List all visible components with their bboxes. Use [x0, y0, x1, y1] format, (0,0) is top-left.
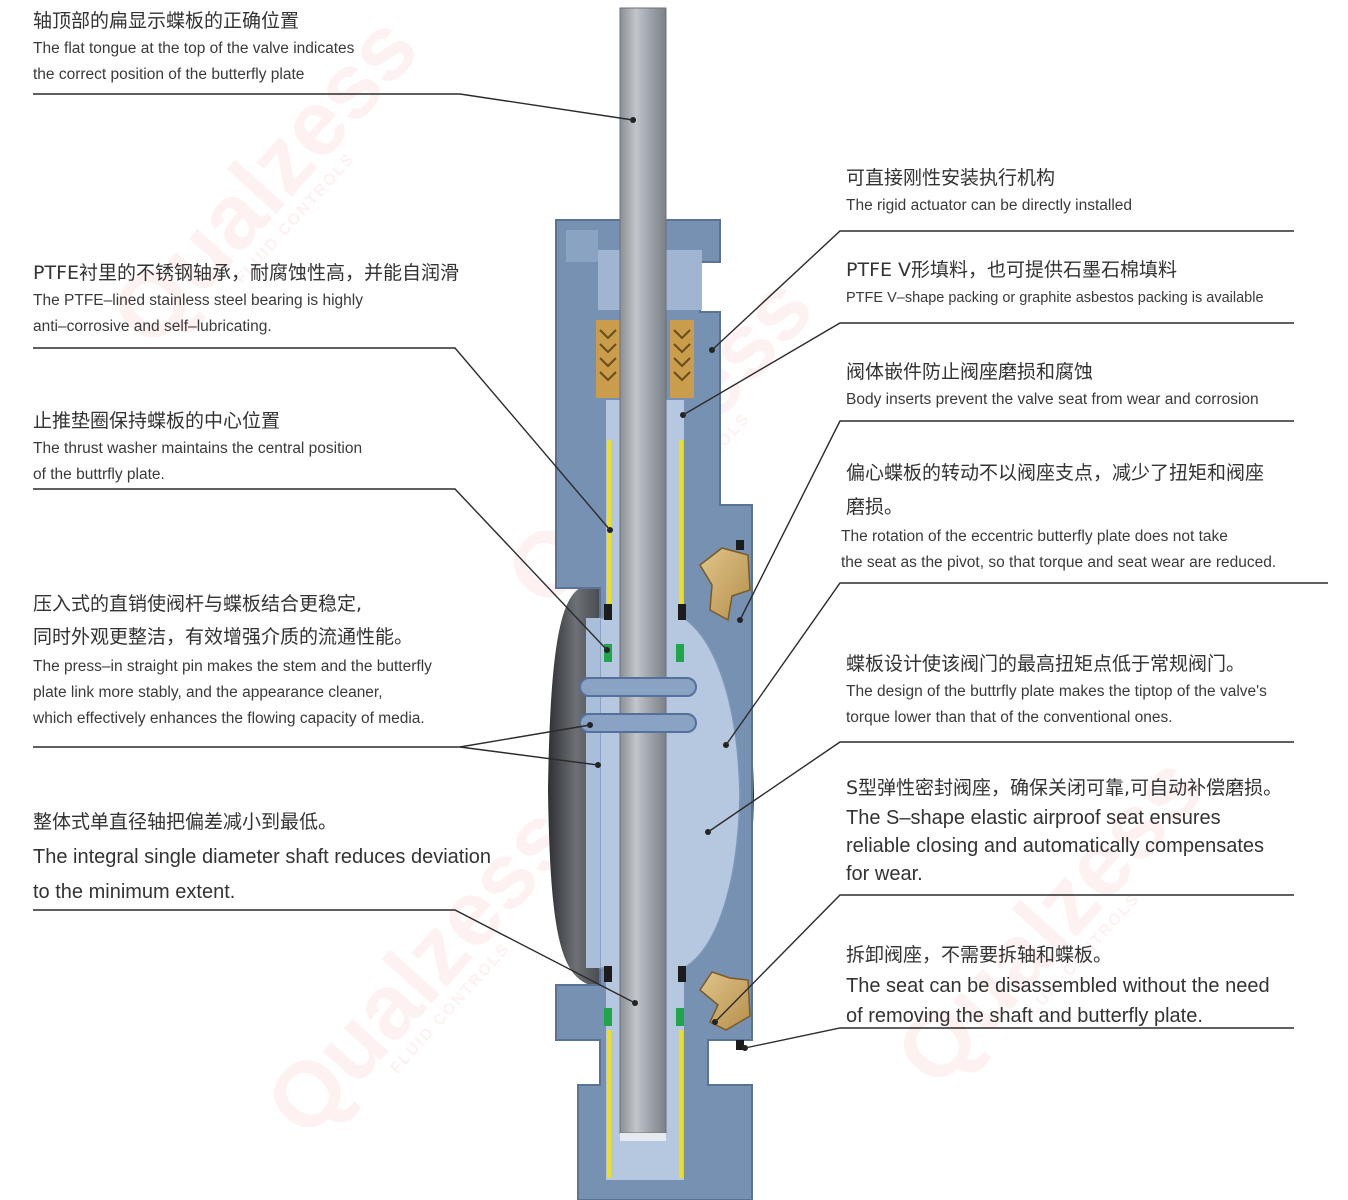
callout-plate-design: 蝶板设计使该阀门的最高扭矩点低于常规阀门。 The design of the …	[846, 650, 1267, 731]
callout-single-shaft: 整体式单直径轴把偏差减小到最低。 The integral single dia…	[33, 805, 491, 910]
callout-press-in-pin: 压入式的直销使阀杆与蝶板结合更稳定, 同时外观更整洁，有效增强介质的流通性能。 …	[33, 588, 432, 732]
callout-rigid-actuator: 可直接刚性安装执行机构 The rigid actuator can be di…	[846, 164, 1132, 219]
shaft	[619, 7, 667, 1134]
bearing-left	[607, 440, 611, 610]
callout-zh: S型弹性密封阀座，确保关闭可靠,可自动补偿磨损。	[846, 777, 1283, 799]
callout-en: The design of the buttrfly plate makes t…	[846, 683, 1267, 700]
callout-zh: 同时外观更整洁，有效增强介质的流通性能。	[33, 626, 414, 648]
callout-s-shape-seat: S型弹性密封阀座，确保关闭可靠,可自动补偿磨损。 The S–shape ela…	[846, 773, 1282, 888]
callout-en: The thrust washer maintains the central …	[33, 440, 363, 457]
callout-en: The seat can be disassembled without the…	[846, 975, 1270, 997]
callout-eccentric-plate: 偏心蝶板的转动不以阀座支点，减少了扭矩和阀座 磨损。 The rotation …	[841, 456, 1276, 576]
seals	[604, 604, 686, 1026]
callout-zh: 阀体嵌件防止阀座磨损和腐蚀	[846, 361, 1094, 383]
callout-en: of removing the shaft and butterfly plat…	[846, 1005, 1203, 1027]
callout-body-inserts: 阀体嵌件防止阀座磨损和腐蚀 Body inserts prevent the v…	[846, 358, 1259, 413]
callout-zh: 整体式单直径轴把偏差减小到最低。	[33, 811, 338, 833]
callout-zh: 轴顶部的扁显示蝶板的正确位置	[33, 10, 300, 32]
callout-en: of the buttrfly plate.	[33, 466, 165, 483]
callout-en: The integral single diameter shaft reduc…	[33, 846, 492, 868]
press-in-pins	[579, 677, 697, 733]
callout-en: which effectively enhances the flowing c…	[33, 710, 425, 727]
s-shape-seat	[699, 540, 751, 1050]
callout-zh: 磨损。	[846, 496, 904, 518]
callout-zh: 蝶板设计使该阀门的最高扭矩点低于常规阀门。	[846, 653, 1246, 675]
callout-zh: 止推垫圈保持蝶板的中心位置	[33, 410, 281, 432]
callout-en: PTFE V–shape packing or graphite asbesto…	[846, 290, 1264, 306]
callout-en: to the minimum extent.	[33, 881, 236, 903]
callout-en: The S–shape elastic airproof seat ensure…	[846, 807, 1221, 829]
callout-en: the seat as the pivot, so that torque an…	[841, 554, 1277, 571]
callout-en: The flat tongue at the top of the valve …	[33, 40, 355, 57]
callout-en: plate link more stably, and the appearan…	[33, 684, 383, 701]
callout-en: torque lower than that of the convention…	[846, 709, 1173, 726]
callout-zh: 压入式的直销使阀杆与蝶板结合更稳定,	[33, 593, 363, 615]
callout-zh: 拆卸阀座，不需要拆轴和蝶板。	[846, 944, 1113, 966]
callout-zh: 偏心蝶板的转动不以阀座支点，减少了扭矩和阀座	[846, 462, 1265, 484]
callout-en: The rotation of the eccentric butterfly …	[841, 528, 1228, 545]
callout-en: The PTFE–lined stainless steel bearing i…	[33, 292, 363, 309]
callout-flat-tongue: 轴顶部的扁显示蝶板的正确位置 The flat tongue at the to…	[33, 7, 354, 88]
callout-en: reliable closing and automatically compe…	[846, 835, 1265, 857]
callout-en: The press–in straight pin makes the stem…	[33, 658, 432, 675]
callout-zh: PTFE衬里的不锈钢轴承，耐腐蚀性高，并能自润滑	[33, 262, 459, 284]
callout-en: The rigid actuator can be directly insta…	[846, 197, 1133, 214]
callout-en: the correct position of the butterfly pl…	[33, 66, 305, 83]
callout-en: for wear.	[846, 863, 923, 885]
callout-en: anti–corrosive and self–lubricating.	[33, 318, 272, 335]
v-packing	[596, 320, 694, 398]
callout-ptfe-bearing: PTFE衬里的不锈钢轴承，耐腐蚀性高，并能自润滑 The PTFE–lined …	[33, 259, 459, 340]
callout-zh: PTFE V形填料，也可提供石墨石棉填料	[846, 259, 1178, 281]
callout-thrust-washer: 止推垫圈保持蝶板的中心位置 The thrust washer maintain…	[33, 407, 362, 488]
callout-seat-disassembly: 拆卸阀座，不需要拆轴和蝶板。 The seat can be disassemb…	[846, 940, 1270, 1031]
callout-v-packing: PTFE V形填料，也可提供石墨石棉填料 PTFE V–shape packin…	[846, 256, 1264, 311]
callout-en: Body inserts prevent the valve seat from…	[846, 391, 1259, 408]
callout-zh: 可直接刚性安装执行机构	[846, 167, 1056, 189]
bearing-right	[679, 440, 683, 610]
